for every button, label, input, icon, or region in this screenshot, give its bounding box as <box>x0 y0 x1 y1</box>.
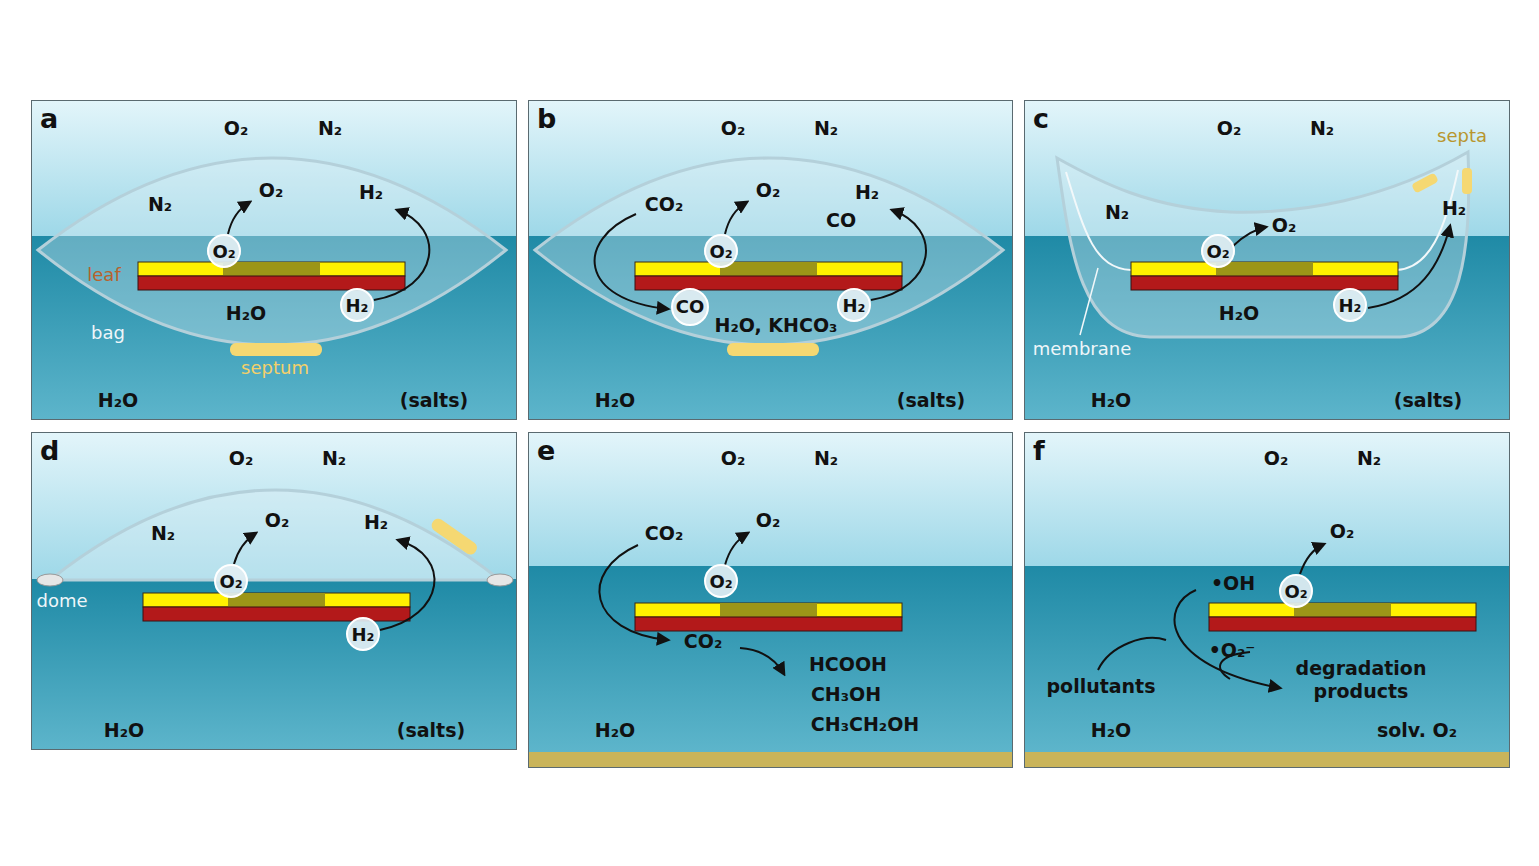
panel-letter: a <box>40 103 58 134</box>
chemical-label: H₂O <box>226 302 266 324</box>
chemical-label: N₂ <box>322 447 346 469</box>
gas-bubble: O₂ <box>207 234 241 268</box>
chemical-label: (salts) <box>397 719 465 741</box>
chemical-label: H₂ <box>855 181 879 203</box>
part-label: membrane <box>1033 338 1131 359</box>
chemical-label: O₂ <box>224 117 248 139</box>
chemical-label: O₂ <box>1264 447 1288 469</box>
gas-bubble: O₂ <box>1279 574 1313 608</box>
bubble-label: CO <box>676 296 705 317</box>
panel-letter: c <box>1033 103 1049 134</box>
panel-letter: d <box>40 435 59 466</box>
chemical-label: H₂O <box>595 389 635 411</box>
panel: eO₂ <box>528 432 1013 768</box>
chemical-label: H₂ <box>1442 197 1466 219</box>
chemical-label: •O₂⁻ <box>1209 639 1256 661</box>
chemical-label: O₂ <box>1272 214 1296 236</box>
chemical-label: (salts) <box>1394 389 1462 411</box>
bubble-label: O₂ <box>709 241 732 262</box>
bubble-label: O₂ <box>1206 241 1229 262</box>
bubble-label: H₂ <box>346 295 369 316</box>
part-label: dome <box>36 590 87 611</box>
chemical-label: H₂O <box>104 719 144 741</box>
chemical-label: degradation products <box>1286 657 1436 703</box>
chemical-label: H₂ <box>359 181 383 203</box>
chemical-label: N₂ <box>318 117 342 139</box>
chemical-label: HCOOH <box>809 653 887 675</box>
chemical-label: pollutants <box>1046 675 1155 697</box>
chemical-label: O₂ <box>229 447 253 469</box>
part-label: leaf <box>87 264 120 285</box>
gas-bubble: H₂ <box>346 617 380 651</box>
gas-bubble: H₂ <box>837 288 871 322</box>
gas-bubble: CO <box>671 288 710 327</box>
chemical-label: O₂ <box>259 179 283 201</box>
panel-letter: e <box>537 435 555 466</box>
bubble-label: H₂ <box>352 624 375 645</box>
chemical-label: H₂O <box>1091 389 1131 411</box>
chemical-label: CH₃OH <box>811 683 881 705</box>
chemical-label: H₂O <box>595 719 635 741</box>
chemical-label: H₂O <box>98 389 138 411</box>
chemical-label: H₂ <box>364 511 388 533</box>
panel: dO₂H₂ <box>31 432 517 750</box>
bubble-label: O₂ <box>212 241 235 262</box>
gas-bubble: H₂ <box>1333 288 1367 322</box>
chemical-label: N₂ <box>1310 117 1334 139</box>
gas-bubble: H₂ <box>340 288 374 322</box>
chemical-label: (salts) <box>897 389 965 411</box>
chemical-label: CO <box>826 209 856 231</box>
chemical-label: N₂ <box>148 193 172 215</box>
chemical-label: CH₃CH₂OH <box>811 713 919 735</box>
chemical-label: CO₂ <box>684 630 722 652</box>
chemical-label: H₂O, KHCO₃ <box>715 314 838 336</box>
gas-bubble: O₂ <box>1201 234 1235 268</box>
panel: bO₂COH₂ <box>528 100 1013 420</box>
bubble-label: H₂ <box>1339 295 1362 316</box>
chemical-label: O₂ <box>1330 520 1354 542</box>
panel: cO₂H₂ <box>1024 100 1510 420</box>
chemical-label: (salts) <box>400 389 468 411</box>
chemical-label: O₂ <box>721 447 745 469</box>
chemical-label: H₂O <box>1219 302 1259 324</box>
chemical-label: solv. O₂ <box>1377 719 1457 741</box>
chemical-label: CO₂ <box>645 193 683 215</box>
chemical-label: N₂ <box>1105 201 1129 223</box>
gas-bubble: O₂ <box>704 564 738 598</box>
panel: fO₂ <box>1024 432 1510 768</box>
chemical-label: O₂ <box>756 509 780 531</box>
gas-bubble: O₂ <box>704 234 738 268</box>
chemical-label: O₂ <box>756 179 780 201</box>
chemical-label: O₂ <box>265 509 289 531</box>
panel-letter: b <box>537 103 556 134</box>
chemical-label: O₂ <box>721 117 745 139</box>
bubble-label: O₂ <box>219 571 242 592</box>
bubble-label: H₂ <box>843 295 866 316</box>
chemical-label: N₂ <box>814 117 838 139</box>
gas-bubble: O₂ <box>214 564 248 598</box>
part-label: septa <box>1437 125 1487 146</box>
part-label: septum <box>241 357 309 378</box>
chemical-label: N₂ <box>814 447 838 469</box>
chemical-label: •OH <box>1211 572 1255 594</box>
bubble-label: O₂ <box>1284 581 1307 602</box>
chemical-label: CO₂ <box>645 522 683 544</box>
chemical-label: N₂ <box>151 522 175 544</box>
part-label: bag <box>91 322 125 343</box>
chemical-label: H₂O <box>1091 719 1131 741</box>
panel-letter: f <box>1033 435 1045 466</box>
bubble-label: O₂ <box>709 571 732 592</box>
chemical-label: O₂ <box>1217 117 1241 139</box>
chemical-label: N₂ <box>1357 447 1381 469</box>
